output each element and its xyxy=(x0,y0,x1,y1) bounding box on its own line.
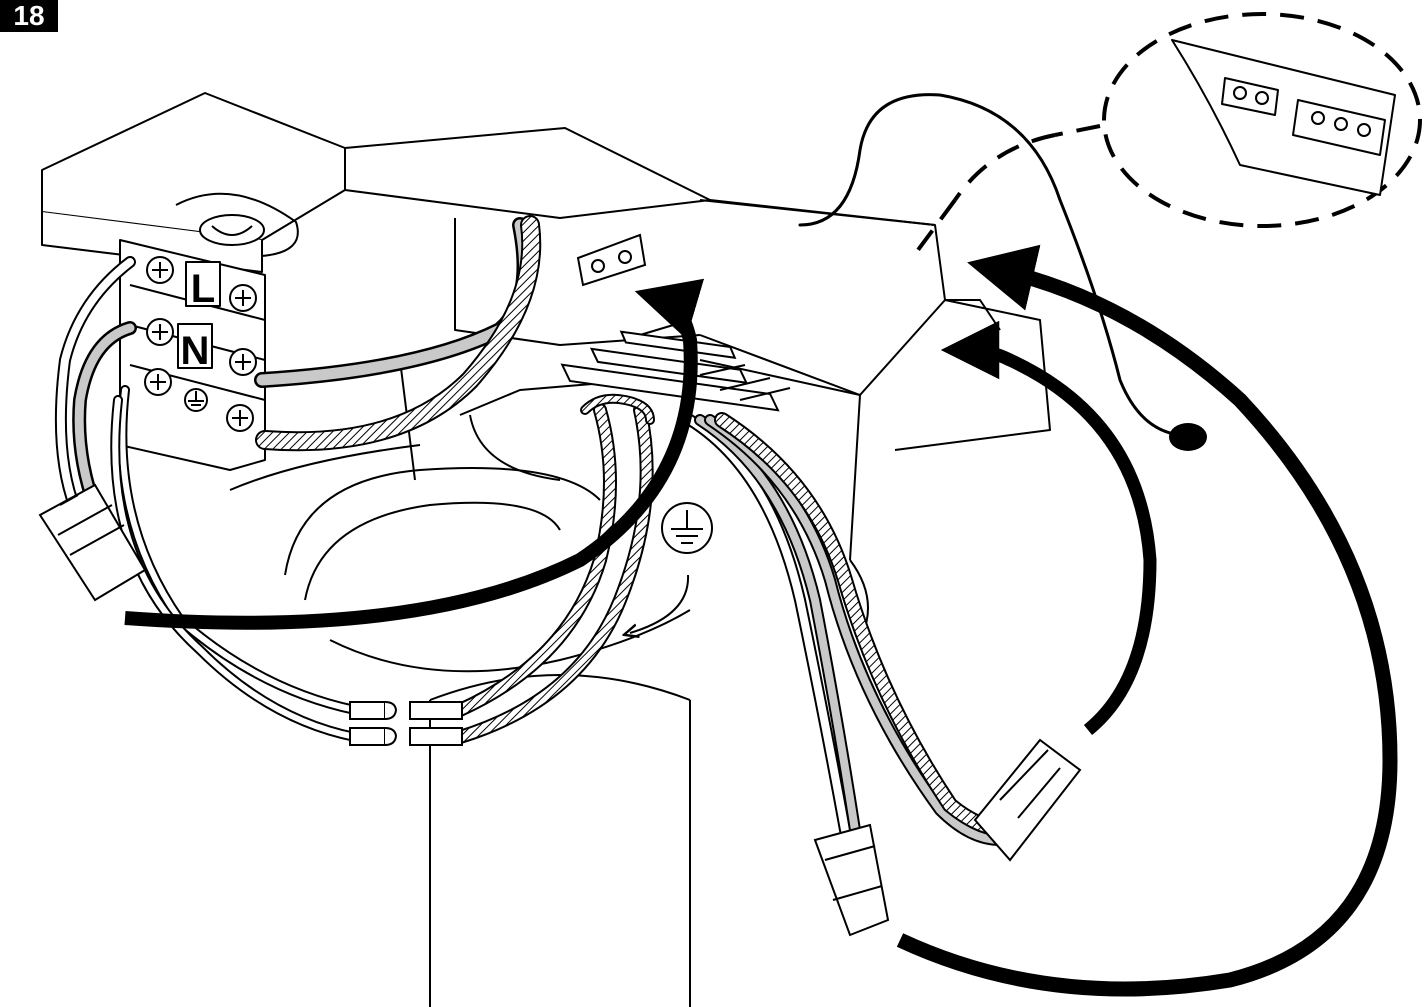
mounting-bracket xyxy=(41,92,711,273)
protective-earth-icon xyxy=(184,388,208,412)
terminal-live: L xyxy=(146,256,257,312)
detail-leader-line xyxy=(916,124,1101,252)
wire-harness xyxy=(54,93,1182,846)
sensor-bulb xyxy=(1169,423,1207,451)
detail-circle xyxy=(1102,12,1422,228)
terminal-live-label: L xyxy=(191,267,215,311)
earth-pointer-arrow xyxy=(630,574,690,633)
socket-pin xyxy=(1311,111,1325,125)
detail-socket-plate xyxy=(1171,39,1396,196)
lower-right-connector xyxy=(973,738,1082,862)
socket-pin xyxy=(1233,86,1247,100)
spade-connector xyxy=(349,701,386,720)
socket-pin xyxy=(1255,91,1269,105)
detail-callout xyxy=(916,12,1422,252)
step-number-badge: 18 xyxy=(0,0,58,32)
socket-pin xyxy=(1334,117,1348,131)
lower-left-connector xyxy=(813,823,890,937)
protective-earth-icon xyxy=(661,502,713,554)
arrow-to-canopy-top xyxy=(896,244,1398,997)
socket-pin xyxy=(591,259,605,273)
spade-connector xyxy=(409,727,463,746)
canopy-socket xyxy=(576,233,647,287)
socket-pin xyxy=(618,250,632,264)
terminal-earth xyxy=(144,368,254,432)
spade-connector xyxy=(349,727,386,746)
terminal-block: L N xyxy=(119,239,266,471)
terminal-neutral: N xyxy=(146,318,257,376)
socket-pin xyxy=(1357,123,1371,137)
arrow-to-canopy-right xyxy=(940,320,1157,736)
earth-annotation xyxy=(630,502,713,633)
installation-arrows xyxy=(124,244,1398,997)
downrod xyxy=(429,674,691,1007)
arrow-to-canopy-socket xyxy=(124,278,705,630)
spade-connectors xyxy=(349,701,463,746)
left-connector xyxy=(38,483,147,602)
spade-connector xyxy=(409,701,463,720)
terminal-neutral-label: N xyxy=(181,329,210,373)
